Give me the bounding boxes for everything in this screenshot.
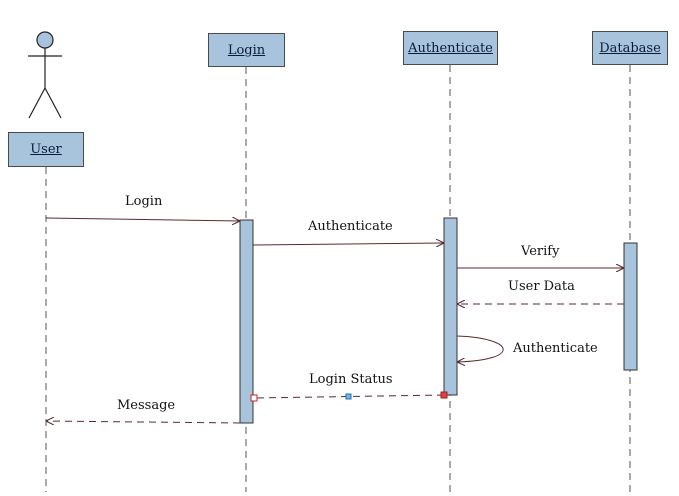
participant-user[interactable]: User bbox=[8, 132, 84, 167]
message-message-arrow bbox=[46, 421, 241, 423]
message-login-status-arrow bbox=[253, 394, 445, 399]
participant-login[interactable]: Login bbox=[208, 33, 285, 67]
connector-start-handle[interactable] bbox=[250, 394, 258, 402]
message-login-status-label: Login Status bbox=[309, 372, 393, 387]
participant-authenticate[interactable]: Authenticate bbox=[403, 31, 498, 65]
message-self-authenticate-arrow bbox=[457, 335, 504, 362]
connector-end-handle[interactable] bbox=[440, 391, 448, 399]
message-verify-label: Verify bbox=[521, 244, 560, 259]
activation-authenticate bbox=[443, 217, 458, 396]
message-login-label: Login bbox=[125, 194, 163, 209]
activation-login bbox=[239, 219, 254, 424]
message-message-label: Message bbox=[117, 398, 176, 413]
message-authenticate-label: Authenticate bbox=[308, 219, 393, 234]
connector-mid-handle[interactable] bbox=[345, 393, 352, 400]
message-login-arrow bbox=[45, 218, 240, 221]
activation-database bbox=[623, 242, 638, 371]
participant-database[interactable]: Database bbox=[592, 31, 668, 65]
message-user-data-label: User Data bbox=[508, 279, 575, 294]
user-actor-icon bbox=[28, 31, 62, 119]
message-self-authenticate-label: Authenticate bbox=[513, 341, 598, 356]
message-authenticate-arrow bbox=[252, 243, 444, 245]
